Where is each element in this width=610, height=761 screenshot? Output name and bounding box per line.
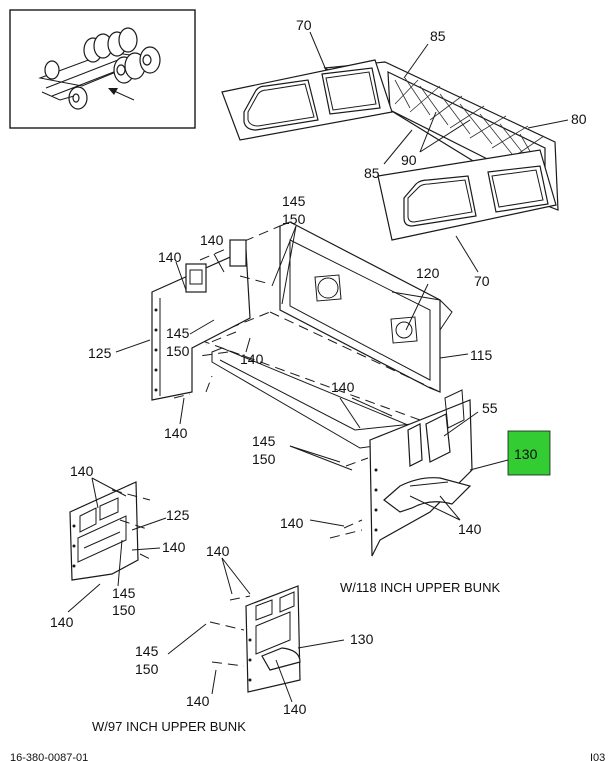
sheet-id: I03 xyxy=(590,752,605,761)
callout-140: 140 xyxy=(331,379,355,395)
callout-140: 140 xyxy=(50,614,74,630)
callout-90: 90 xyxy=(401,152,417,168)
callout-145: 145 xyxy=(252,433,276,449)
fastener-lines xyxy=(111,275,369,667)
callout-140: 140 xyxy=(186,693,210,709)
callout-140: 140 xyxy=(206,543,230,559)
callout-145: 145 xyxy=(112,585,136,601)
location-arrow-icon xyxy=(108,88,135,101)
right-side-panel-97 xyxy=(245,585,301,693)
left-side-panel-97 xyxy=(69,481,139,581)
callout-115: 115 xyxy=(470,347,493,363)
upper-shelf-assembly xyxy=(221,59,559,241)
callout-85: 85 xyxy=(430,28,446,44)
callout-140: 140 xyxy=(164,425,188,441)
callout-150: 150 xyxy=(112,602,136,618)
callout-140: 140 xyxy=(240,351,264,367)
rear-wall-panel xyxy=(279,221,453,393)
highlight-box xyxy=(507,430,551,476)
callout-140: 140 xyxy=(158,249,182,265)
callout-140: 140 xyxy=(200,232,224,248)
callout-130-highlighted: 130 xyxy=(514,446,538,462)
left-side-panel xyxy=(151,239,251,401)
callout-120: 120 xyxy=(416,265,440,281)
right-side-panel-118 xyxy=(369,389,473,557)
callout-125: 125 xyxy=(166,507,190,523)
callout-150: 150 xyxy=(252,451,276,467)
callout-55: 55 xyxy=(482,400,498,416)
callout-150: 150 xyxy=(135,661,159,677)
callout-140: 140 xyxy=(70,463,94,479)
callout-130: 130 xyxy=(350,631,374,647)
callout-145: 145 xyxy=(282,193,306,209)
leader-lines xyxy=(67,31,569,703)
caption-97-inch-upper-bunk: W/97 INCH UPPER BUNK xyxy=(92,719,246,734)
callout-145: 145 xyxy=(135,643,159,659)
locator-inset xyxy=(9,9,196,129)
callout-140: 140 xyxy=(162,539,186,555)
callout-80: 80 xyxy=(571,111,587,127)
callout-140: 140 xyxy=(283,701,307,717)
hinge-bracket-icon xyxy=(185,239,247,293)
callout-85: 85 xyxy=(364,165,380,181)
callout-145: 145 xyxy=(166,325,190,341)
callout-70: 70 xyxy=(474,273,490,289)
truck-chassis-icon xyxy=(38,27,161,110)
callout-70: 70 xyxy=(296,17,312,33)
drawing-number: 16-380-0087-01 xyxy=(10,752,88,761)
callout-labels: 70 85 80 90 85 70 145 150 140 140 120 14… xyxy=(50,17,587,717)
callout-140: 140 xyxy=(280,515,304,531)
callout-150: 150 xyxy=(282,211,306,227)
caption-118-inch-upper-bunk: W/118 INCH UPPER BUNK xyxy=(340,580,500,595)
callout-150: 150 xyxy=(166,343,190,359)
callout-140: 140 xyxy=(458,521,482,537)
callout-125: 125 xyxy=(88,345,112,361)
